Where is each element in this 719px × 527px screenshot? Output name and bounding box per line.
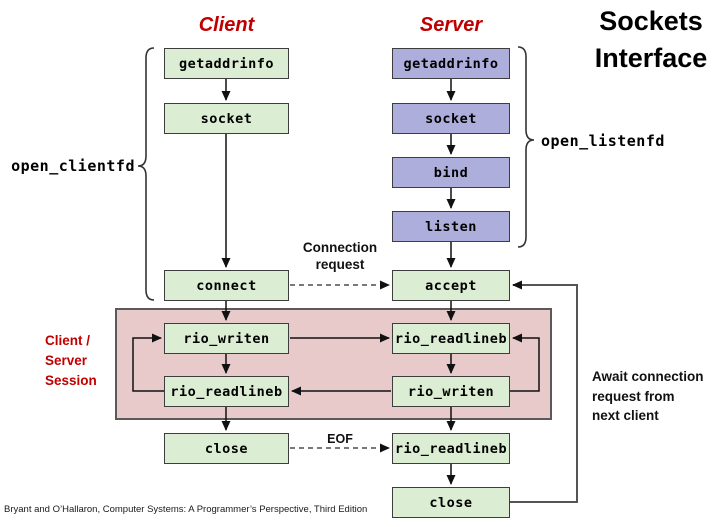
- eof-label: EOF: [327, 432, 353, 446]
- client-step-close: close: [164, 433, 289, 464]
- client-column-heading: Client: [198, 14, 255, 36]
- server-step-listen: listen: [392, 211, 510, 242]
- open-listenfd-label: open_listenfd: [541, 132, 665, 150]
- attribution-footer: Bryant and O’Hallaron, Computer Systems:…: [4, 504, 368, 515]
- server-step-rio-readlineb-2: rio_readlineb: [392, 433, 510, 464]
- page-title-line1: Sockets: [599, 6, 703, 36]
- client-step-getaddrinfo: getaddrinfo: [164, 48, 289, 79]
- server-step-rio-readlineb-1: rio_readlineb: [392, 323, 510, 354]
- page-title: Sockets Interface: [583, 3, 719, 77]
- server-step-bind: bind: [392, 157, 510, 188]
- server-step-getaddrinfo: getaddrinfo: [392, 48, 510, 79]
- client-step-socket: socket: [164, 103, 289, 134]
- await-connection-label: Await connection request from next clien…: [592, 369, 704, 423]
- client-step-rio-writen: rio_writen: [164, 323, 289, 354]
- server-step-rio-writen: rio_writen: [392, 376, 510, 407]
- server-step-accept: accept: [392, 270, 510, 301]
- client-server-session-label: Client / Server Session: [45, 333, 97, 388]
- client-step-connect: connect: [164, 270, 289, 301]
- client-step-rio-readlineb: rio_readlineb: [164, 376, 289, 407]
- open-clientfd-label: open_clientfd: [11, 157, 135, 175]
- connection-request-label: Connection request: [302, 240, 378, 272]
- page-title-line2: Interface: [594, 43, 708, 73]
- server-column-heading: Server: [419, 14, 483, 36]
- server-step-socket: socket: [392, 103, 510, 134]
- server-step-close: close: [392, 487, 510, 518]
